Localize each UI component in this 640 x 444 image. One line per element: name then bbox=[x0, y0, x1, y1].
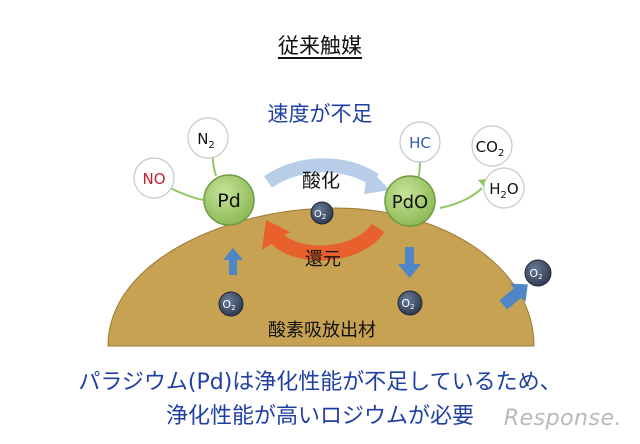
label-oxidation: 酸化 bbox=[302, 170, 340, 192]
watermark-logo: Response. bbox=[503, 406, 622, 431]
down-arrow bbox=[398, 247, 421, 278]
pd-ball bbox=[203, 174, 255, 226]
o2-ball-center bbox=[310, 201, 334, 225]
o2-ball-outside bbox=[524, 259, 552, 287]
subtitle: 速度が不足 bbox=[267, 102, 373, 126]
page-title: 従来触媒 bbox=[278, 34, 362, 58]
o2-ball-left bbox=[218, 291, 244, 317]
caption-line-1: パラジウム(Pd)は浄化性能が不足しているため、 bbox=[78, 370, 562, 395]
o2-ball-right bbox=[397, 290, 423, 316]
arrow-pdo-to-h2o bbox=[439, 187, 483, 209]
oxidation-arrow bbox=[264, 158, 390, 194]
pd-label: Pd bbox=[217, 190, 241, 212]
caption-line-2: 浄化性能が高いロジウムが必要 bbox=[165, 404, 474, 429]
o2-label-center: O2 bbox=[314, 209, 326, 221]
o2-label-right: O2 bbox=[401, 297, 414, 311]
co2-label: CO2 bbox=[476, 138, 505, 159]
h2o-label: H2O bbox=[489, 180, 518, 201]
o2-balls bbox=[218, 201, 552, 317]
hc-circle bbox=[399, 121, 441, 163]
co2-circle bbox=[471, 125, 513, 167]
molecule-circles bbox=[133, 117, 525, 209]
h2o-circle bbox=[483, 167, 525, 209]
no-label: NO bbox=[142, 170, 165, 188]
o2-label-outside: O2 bbox=[529, 267, 542, 281]
arrow-no-to-pd bbox=[169, 187, 207, 201]
blue-arrows bbox=[223, 247, 528, 310]
up-arrow bbox=[223, 248, 243, 275]
n2-label: N2 bbox=[197, 130, 215, 151]
label-material: 酸素吸放出材 bbox=[268, 320, 376, 341]
n2-circle bbox=[187, 117, 229, 159]
pdo-label: PdO bbox=[392, 192, 428, 213]
reduction-arrow bbox=[262, 220, 385, 261]
label-reduction: 還元 bbox=[305, 249, 341, 270]
pdo-ball bbox=[384, 175, 436, 227]
no-circle bbox=[133, 157, 175, 199]
hc-label: HC bbox=[409, 134, 431, 152]
diagonal-arrow bbox=[499, 283, 528, 310]
o2-label-left: O2 bbox=[222, 298, 235, 312]
